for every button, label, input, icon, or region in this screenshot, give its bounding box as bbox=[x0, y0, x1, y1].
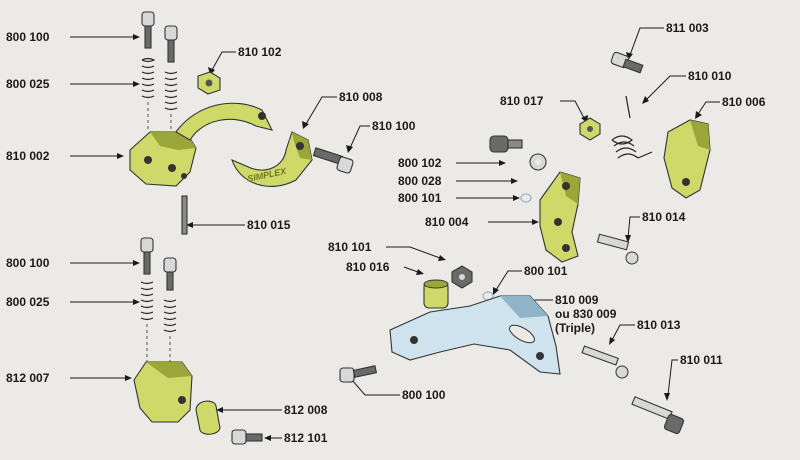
label-810006: 810 006 bbox=[722, 95, 766, 109]
label-800025-bottom: 800 025 bbox=[6, 295, 50, 309]
washer-800028 bbox=[529, 153, 547, 171]
screw-800100-lower-right bbox=[339, 365, 378, 383]
clamp-half-810008: SIMPLEX bbox=[231, 131, 313, 187]
pin-810015 bbox=[181, 195, 188, 235]
arm-810006 bbox=[663, 119, 711, 199]
label-810102: 810 102 bbox=[238, 45, 282, 59]
label-810009: 810 009 bbox=[555, 293, 599, 307]
label-810014: 810 014 bbox=[642, 210, 686, 224]
label-810101: 810 101 bbox=[328, 240, 372, 254]
nut-810101 bbox=[451, 265, 473, 289]
nut-810017 bbox=[579, 117, 601, 141]
label-800100-bottom: 800 100 bbox=[6, 256, 50, 270]
spring-800025-pair-top bbox=[141, 57, 178, 132]
label-810010: 810 010 bbox=[688, 69, 732, 83]
label-810008: 810 008 bbox=[339, 90, 383, 104]
label-800100-top: 800 100 bbox=[6, 30, 50, 44]
screw-810011 bbox=[631, 396, 685, 435]
label-812101: 812 101 bbox=[284, 431, 328, 445]
label-800028: 800 028 bbox=[398, 174, 442, 188]
screw-810013 bbox=[581, 345, 629, 379]
screw-800102 bbox=[489, 135, 523, 153]
pin-810014 bbox=[596, 233, 639, 265]
label-800101-upper: 800 101 bbox=[398, 191, 442, 205]
label-812008: 812 008 bbox=[284, 403, 328, 417]
screw-812101 bbox=[231, 429, 263, 445]
clamp-half-810002 bbox=[129, 131, 197, 187]
label-800102: 800 102 bbox=[398, 156, 442, 170]
label-810016: 810 016 bbox=[346, 260, 390, 274]
nut-810102 bbox=[197, 71, 221, 95]
clamp-block-812007 bbox=[133, 361, 193, 423]
label-810002: 810 002 bbox=[6, 149, 50, 163]
spacer-810016 bbox=[423, 279, 449, 309]
label-810004: 810 004 bbox=[425, 215, 469, 229]
label-810015: 810 015 bbox=[247, 218, 291, 232]
spring-800025-pair-bottom bbox=[140, 281, 177, 362]
label-800100-lower-right: 800 100 bbox=[402, 388, 446, 402]
label-triple: (Triple) bbox=[555, 321, 595, 335]
label-810100: 810 100 bbox=[372, 119, 416, 133]
label-811003: 811 003 bbox=[666, 21, 709, 35]
label-800025-top: 800 025 bbox=[6, 77, 50, 91]
bracket-810009 bbox=[389, 295, 561, 375]
torsion-spring-810010 bbox=[611, 95, 653, 159]
label-812007: 812 007 bbox=[6, 371, 50, 385]
screw-810100 bbox=[312, 147, 354, 174]
washer-800101-a bbox=[520, 193, 532, 203]
screw-800100-pair-bottom bbox=[140, 237, 177, 291]
sleeve-812008 bbox=[195, 400, 221, 435]
label-800101-lower: 800 101 bbox=[524, 264, 568, 278]
label-810011: 810 011 bbox=[680, 353, 723, 367]
link-810004 bbox=[539, 171, 581, 263]
screw-811003 bbox=[610, 51, 644, 74]
screw-800100-pair-top bbox=[141, 11, 178, 63]
label-810017: 810 017 bbox=[500, 94, 544, 108]
clamp-ring-upper bbox=[175, 102, 274, 141]
label-810013: 810 013 bbox=[637, 318, 681, 332]
part-labels: 800 100 800 025 810 002 810 102 810 008 … bbox=[6, 21, 766, 445]
label-830009: ou 830 009 bbox=[555, 307, 617, 321]
